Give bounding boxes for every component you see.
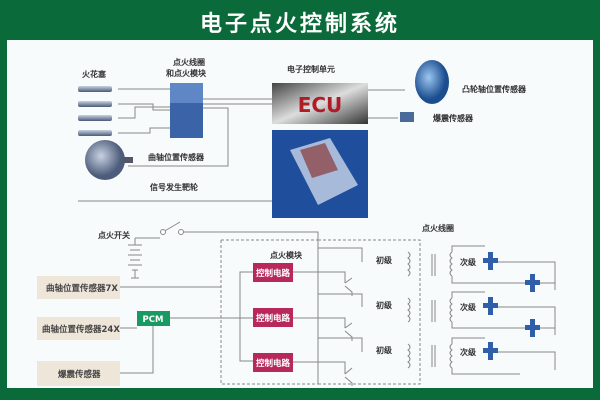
- secondary-1: 次级: [460, 257, 477, 267]
- secondary-3: 次级: [460, 347, 477, 357]
- ecu-box: [272, 83, 368, 124]
- pcm-label: PCM: [143, 315, 164, 325]
- control-circuit-2: 控制电路: [256, 313, 291, 324]
- input-crank-7x: 曲轴位置传感器7X: [46, 283, 118, 294]
- knock-sensor-icon: [400, 112, 414, 122]
- input-crank-24x: 曲轴位置传感器24X: [42, 324, 120, 335]
- primary-3: 初级: [376, 345, 393, 355]
- primary-1: 初级: [376, 255, 393, 265]
- ignition-coil-label: 点火线圈: [422, 223, 454, 233]
- input-box: [37, 317, 120, 340]
- spark-plugs-label: 火花塞: [82, 69, 107, 79]
- control-circuits: 控制电路 控制电路 控制电路: [253, 263, 293, 372]
- reluctor-wheel-icon: [85, 140, 125, 180]
- spark-plug-icons: [78, 86, 112, 136]
- ecu-label: 电子控制单元: [287, 64, 335, 74]
- input-box: [37, 361, 120, 386]
- ignition-module-label: 点火模块: [270, 250, 303, 260]
- control-circuit-3: 控制电路: [256, 358, 291, 369]
- knock-sensor-label: 爆震传感器: [433, 113, 474, 123]
- crank-sensor-icon: [123, 157, 133, 163]
- ecu-text: ECU: [298, 93, 343, 117]
- ignition-switch-icon: [160, 229, 166, 235]
- coils: [407, 245, 556, 375]
- secondary-2: 次级: [460, 302, 477, 312]
- reluctor-wheel-label: 信号发生靶轮: [150, 182, 198, 192]
- cam-sensor-label: 凸轮轴位置传感器: [462, 84, 527, 94]
- pcm-box: [137, 311, 170, 326]
- bottom-wiring: [120, 221, 421, 386]
- top-wiring: [78, 88, 405, 202]
- control-circuit-1: 控制电路: [256, 268, 291, 279]
- crank-sensor-label: 曲轴位置传感器: [148, 152, 205, 162]
- ignition-switch-label: 点火开关: [98, 230, 130, 240]
- primary-2: 初级: [376, 300, 393, 310]
- coil-module-label: 点火线圈: [173, 57, 205, 67]
- input-boxes: 曲轴位置传感器7X 曲轴位置传感器24X 爆震传感器: [37, 276, 120, 386]
- page-title: 电子点火控制系统: [199, 12, 400, 37]
- input-knock: 爆震传感器: [58, 369, 101, 380]
- coil-module-label-2: 和点火模块: [166, 68, 207, 78]
- cam-sensor-icon: [415, 60, 449, 104]
- input-box: [37, 276, 120, 299]
- spark-plug-symbols: [483, 252, 540, 360]
